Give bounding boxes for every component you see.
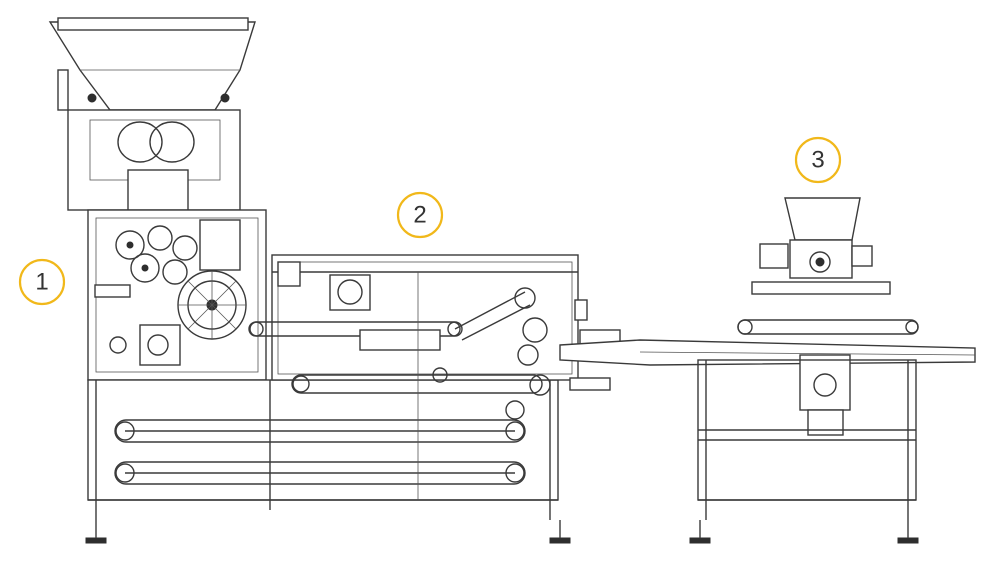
machine-3-dispenser: [689, 197, 919, 544]
machine-1-extruder: [48, 17, 267, 381]
callout-2: 2: [396, 191, 444, 239]
outfeed-conveyor: [559, 339, 976, 366]
callout-1-label: 1: [35, 269, 48, 296]
base-frame: [85, 379, 571, 544]
callout-2-label: 2: [413, 202, 426, 229]
callout-1: 1: [18, 258, 66, 306]
callout-3-label: 3: [811, 147, 824, 174]
machine-2-forming-unit: [248, 254, 621, 500]
callout-3: 3: [794, 136, 842, 184]
